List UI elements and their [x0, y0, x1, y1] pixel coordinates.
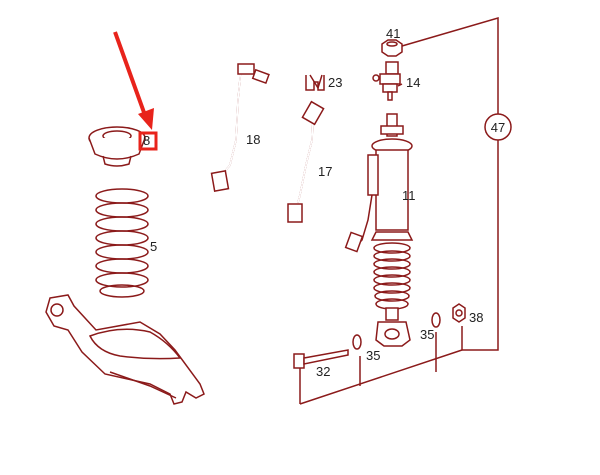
label-part-38: 38: [469, 310, 483, 325]
part-41-nut[interactable]: [381, 39, 403, 57]
part-23-clip[interactable]: [305, 74, 325, 91]
part-35-washer-right[interactable]: [431, 312, 441, 328]
label-part-17: 17: [318, 164, 332, 179]
part-17-hydraulic-line[interactable]: [287, 100, 325, 223]
label-part-41: 41: [386, 26, 400, 41]
highlight-box: [138, 131, 158, 151]
kit-bracket-47: [299, 17, 499, 405]
part-32-bolt[interactable]: [293, 349, 349, 369]
label-part-11: 11: [402, 188, 416, 203]
part-8-spring-seat[interactable]: [88, 126, 146, 167]
label-part-23: 23: [328, 75, 342, 90]
highlight-arrow: [113, 31, 154, 130]
part-18-hydraulic-line[interactable]: [210, 63, 270, 192]
label-part-47: 47: [491, 120, 505, 135]
label-part-8: 8: [143, 133, 150, 148]
part-47-callout: [484, 113, 512, 141]
label-part-35-left: 35: [366, 348, 380, 363]
label-part-5: 5: [150, 239, 157, 254]
part-38-nut[interactable]: [452, 303, 466, 323]
part-35-washer-left[interactable]: [352, 334, 362, 350]
part-14-fitting[interactable]: [372, 61, 403, 101]
part-5-coil-spring[interactable]: [95, 188, 149, 298]
label-part-14: 14: [406, 75, 420, 90]
part-11-shock-absorber[interactable]: [344, 113, 414, 347]
label-part-18: 18: [246, 132, 260, 147]
lower-control-arm: [45, 294, 205, 405]
label-part-35-right: 35: [420, 327, 434, 342]
label-part-32: 32: [316, 364, 330, 379]
